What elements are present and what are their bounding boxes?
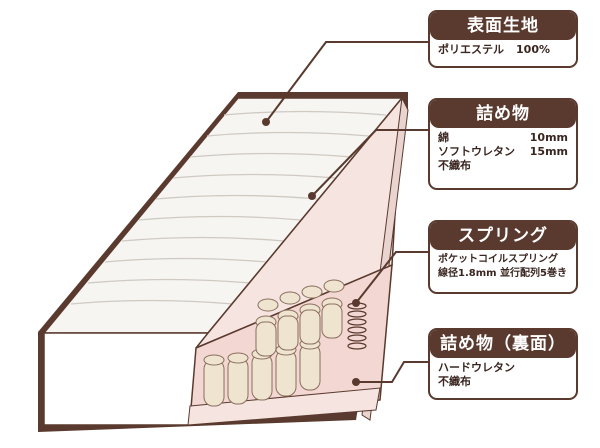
line-name: ポリエステル	[438, 43, 504, 56]
back-filling-layer	[187, 387, 381, 426]
label-surface-line: ポリエステル 100%	[438, 43, 568, 57]
label-spring-body: ポケットコイルスプリング 線径1.8mm 並行配列5巻き	[430, 250, 576, 283]
label-surface-body: ポリエステル 100%	[430, 40, 576, 59]
line-name: ソフトウレタン	[438, 145, 515, 158]
line-value: 100%	[516, 43, 550, 56]
label-spring-line: 線径1.8mm 並行配列5巻き	[438, 267, 568, 281]
leader-dots	[262, 118, 360, 386]
line-name: 綿	[438, 131, 449, 144]
line-value: 15mm	[529, 145, 568, 158]
line-name: 不織布	[438, 375, 471, 388]
label-filling-body: 綿 10mm ソフトウレタン 15mm 不織布	[430, 128, 576, 175]
label-filling-back-line: ハードウレタン	[438, 361, 568, 375]
line-name: 線径1.8mm 並行配列5巻き	[438, 268, 567, 279]
line-name: 不織布	[438, 159, 471, 172]
label-filling-line: 綿 10mm	[438, 131, 568, 145]
line-name: ハードウレタン	[438, 361, 515, 374]
label-surface-fabric: 表面生地 ポリエステル 100%	[428, 10, 578, 68]
label-filling-back-body: ハードウレタン 不織布	[430, 358, 576, 391]
label-filling-back-title: 詰め物（裏面）	[430, 330, 576, 358]
label-surface-title: 表面生地	[430, 12, 576, 40]
label-spring-line: ポケットコイルスプリング	[438, 253, 568, 267]
label-filling-back: 詰め物（裏面） ハードウレタン 不織布	[428, 328, 578, 400]
label-filling-line: ソフトウレタン 15mm	[438, 145, 568, 159]
mattress-front-face	[43, 332, 209, 426]
coil-springs	[203, 279, 345, 407]
label-spring: スプリング ポケットコイルスプリング 線径1.8mm 並行配列5巻き	[428, 220, 578, 294]
leader-lines	[265, 41, 430, 383]
label-filling-line: 不織布	[438, 159, 568, 173]
line-value: 10mm	[529, 131, 568, 144]
quilt-lines	[70, 110, 387, 305]
label-filling: 詰め物 綿 10mm ソフトウレタン 15mm 不織布	[428, 98, 578, 190]
coil-spring-detail	[347, 302, 367, 350]
line-name: ポケットコイルスプリング	[438, 254, 558, 265]
label-spring-title: スプリング	[430, 222, 576, 250]
label-filling-title: 詰め物	[430, 100, 576, 128]
label-filling-back-line: 不織布	[438, 375, 568, 389]
